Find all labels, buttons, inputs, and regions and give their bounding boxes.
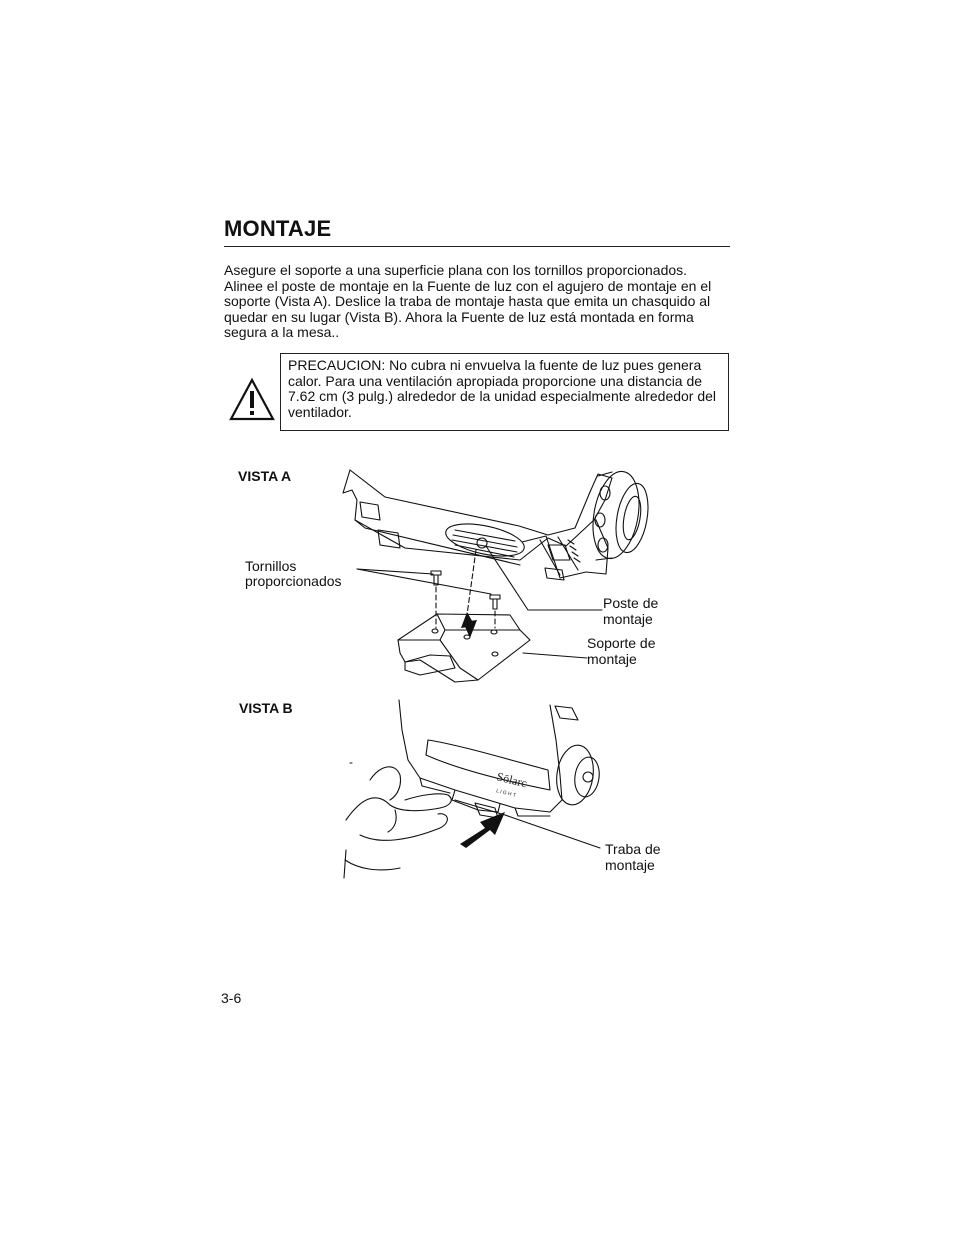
page-number: 3-6 (221, 990, 242, 1006)
bracket-callout-line1: Soporte de (587, 635, 656, 651)
intro-paragraph: Asegure el soporte a una superficie plan… (224, 262, 712, 341)
section-title: MONTAJE (224, 216, 332, 241)
screws-callout-line2: proporcionados (245, 573, 342, 589)
warning-triangle-icon (229, 377, 275, 421)
solarc-logo: Sōlarc (495, 769, 528, 790)
vista-b-label: VISTA B (239, 700, 293, 716)
caution-box: PRECAUCION: No cubra ni envuelva la fuen… (280, 353, 729, 431)
caution-text: PRECAUCION: No cubra ni envuelva la fuen… (288, 357, 717, 420)
post-callout-line2: montaje (603, 611, 653, 627)
bracket-callout-line2: montaje (587, 651, 637, 667)
vista-a-label: VISTA A (238, 468, 292, 484)
latch-callout-line2: montaje (605, 857, 655, 873)
solarc-logo-subtext: L I G H T (496, 788, 517, 799)
title-rule (224, 246, 730, 247)
latch-callout-line1: Traba de (605, 841, 661, 857)
post-callout-line1: Poste de (603, 595, 659, 611)
screws-callout-line1: Tornillos (245, 558, 297, 574)
